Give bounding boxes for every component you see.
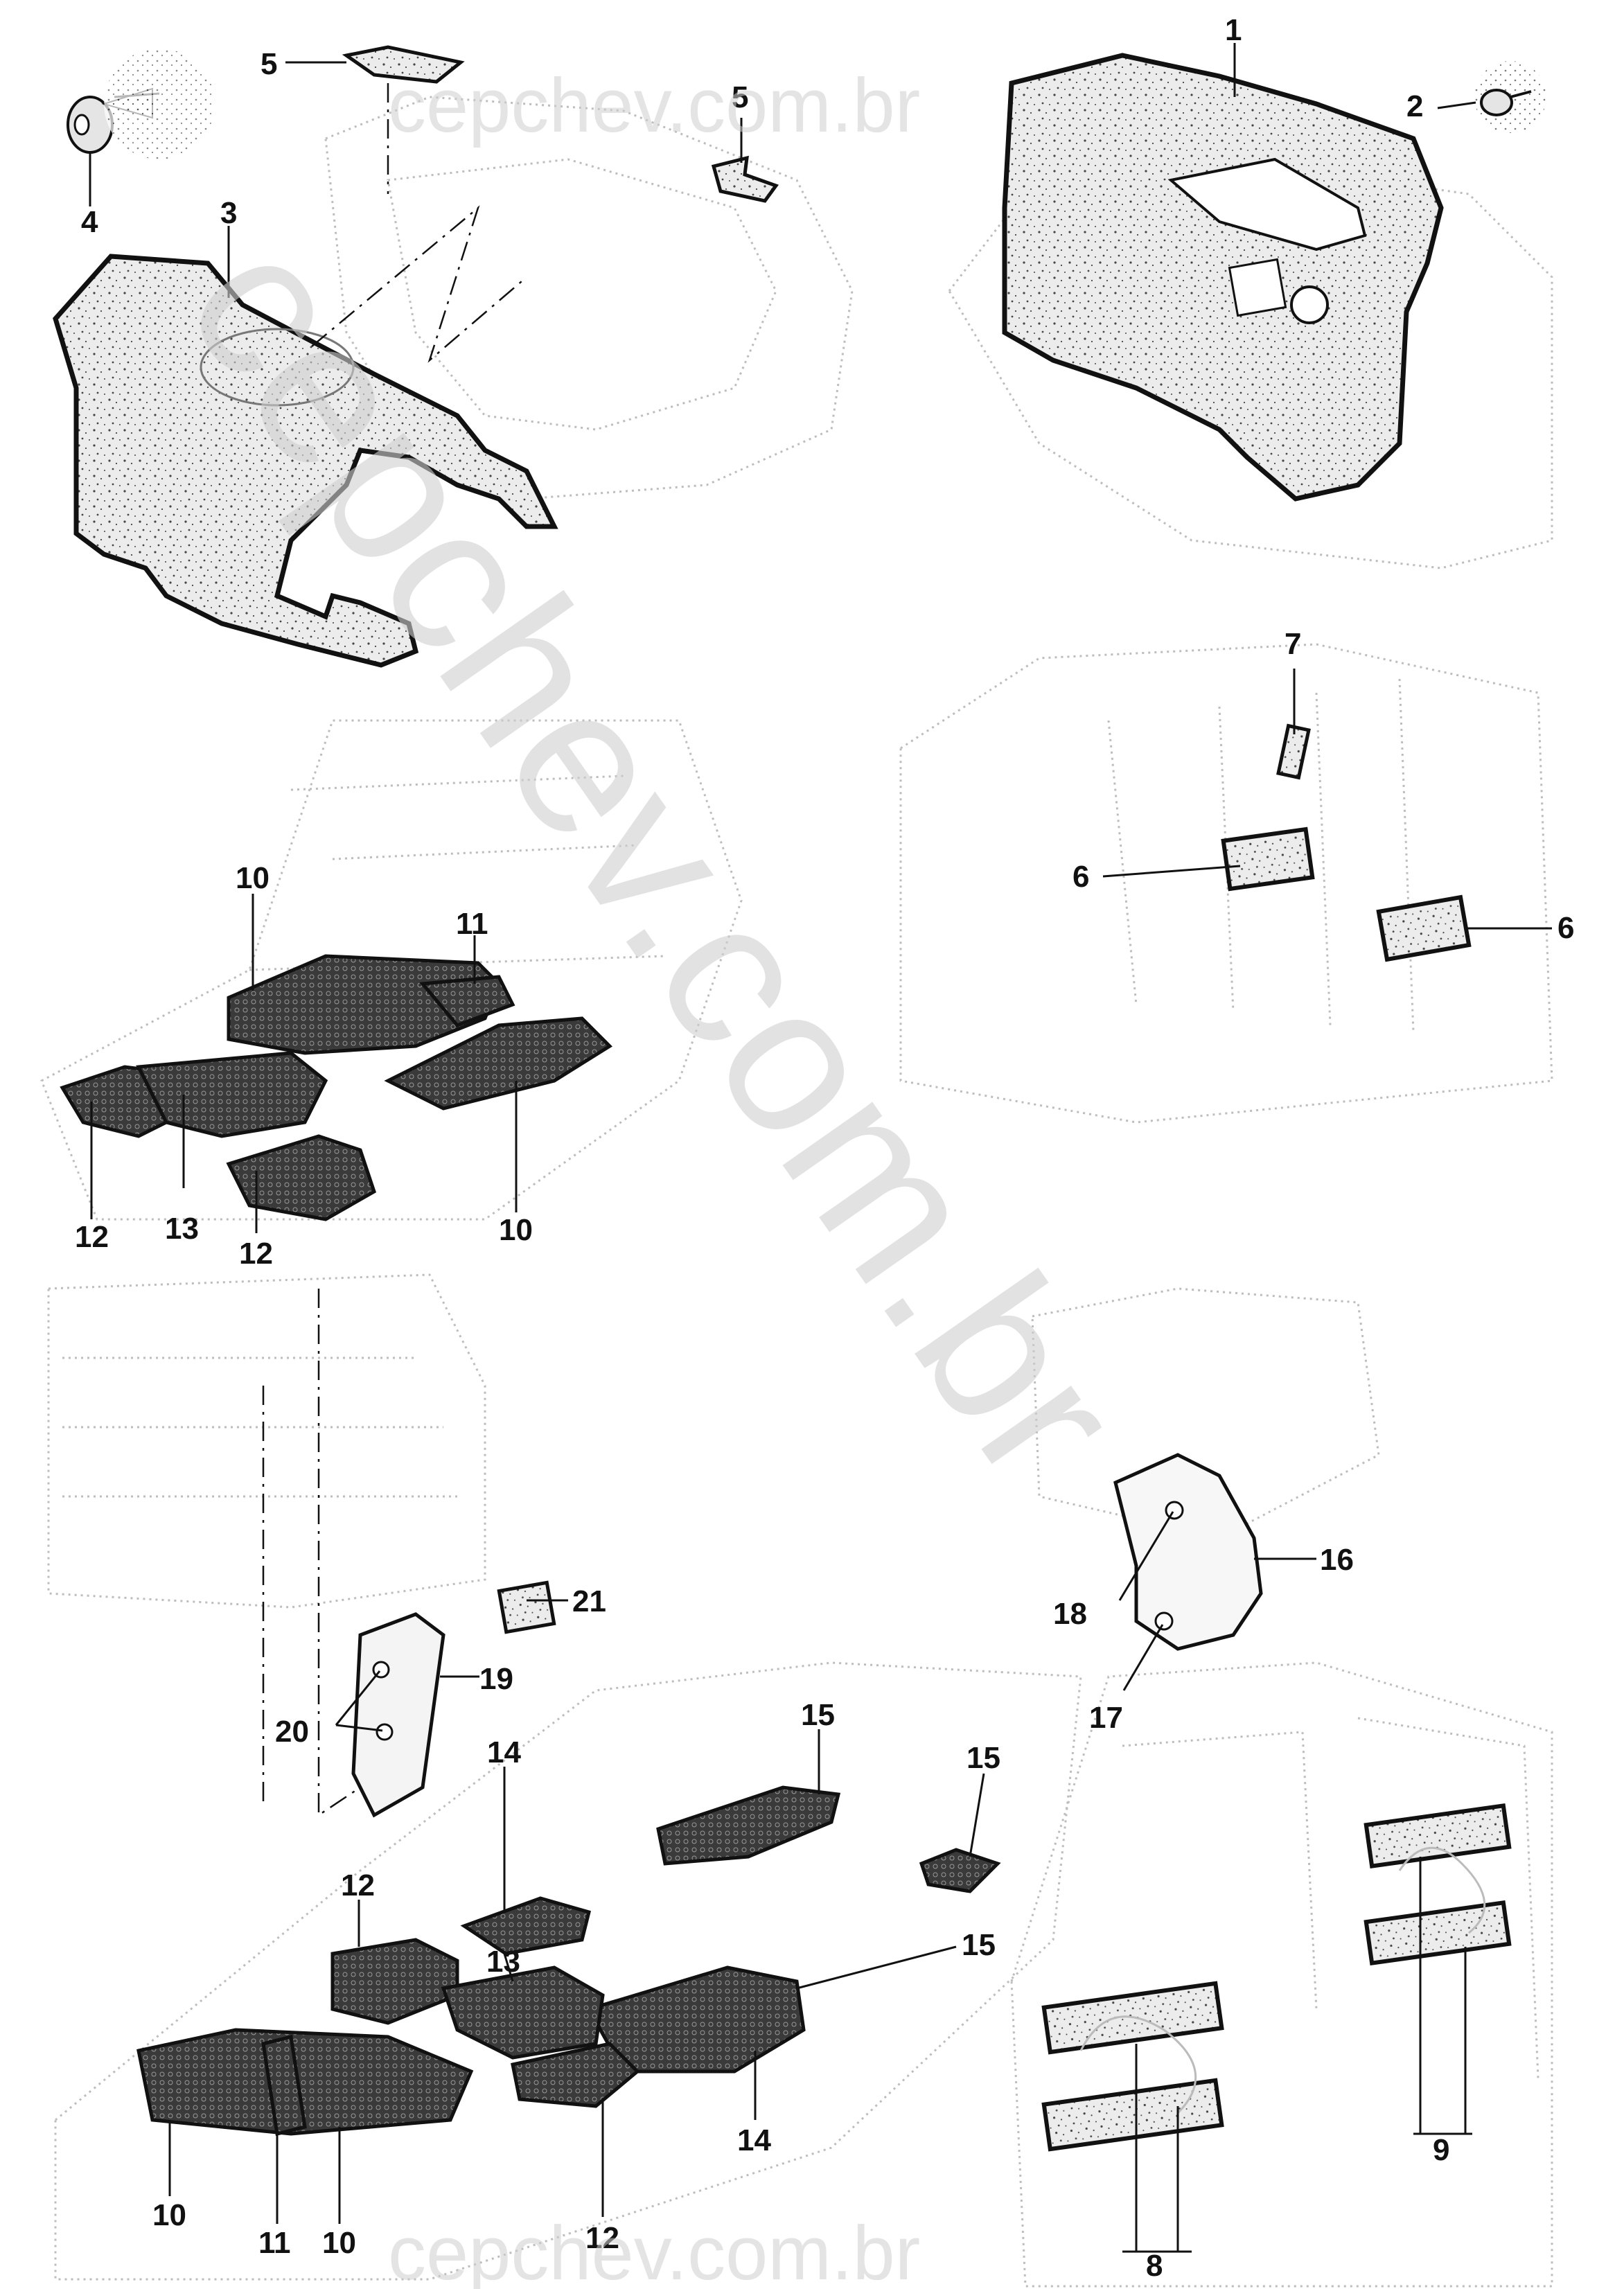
floor-mat-part-12-right: [226, 1134, 377, 1221]
watermark-top: cepchev.com.br: [388, 63, 920, 148]
callout-18: 18: [1053, 1597, 1087, 1631]
callout-21: 21: [572, 1584, 606, 1618]
floor-mat-part-11-rear: [261, 2034, 307, 2137]
callout-15-top: 15: [801, 1698, 835, 1732]
firewall-cutout: [1228, 258, 1287, 317]
watermark-diagonal: cepchev.com.br: [143, 197, 1167, 1520]
callout-10-front-right: 10: [499, 1213, 533, 1247]
callout-5-right: 5: [732, 80, 748, 114]
floor-mat-part-12-rear-right: [511, 2042, 640, 2108]
callout-9: 9: [1433, 2133, 1449, 2167]
callout-3: 3: [220, 196, 237, 230]
foam-pad-part-5-upper: [342, 45, 465, 84]
door-pads-part-9: [1363, 1803, 1512, 1966]
callout-8: 8: [1146, 2249, 1163, 2283]
wheelhouse-liner-part-16: [1113, 1453, 1263, 1651]
floor-mat-part-10-left: [227, 954, 501, 1055]
callout-4: 4: [81, 205, 98, 239]
callout-6-left: 6: [1073, 860, 1089, 894]
foam-sample-detail: [104, 48, 215, 159]
floor-mat-part-10-rear: [136, 2028, 474, 2136]
floor-mat-part-12-rear: [330, 1938, 459, 2025]
callout-12-rear-right: 12: [585, 2221, 619, 2255]
callout-13-rear: 13: [486, 1945, 520, 1979]
callout-leaders: [89, 43, 1552, 2253]
callout-6-right: 6: [1557, 911, 1574, 945]
callout-11-front: 11: [456, 907, 488, 941]
callout-16: 16: [1320, 1543, 1354, 1577]
callout-2: 2: [1406, 89, 1423, 123]
callout-7: 7: [1285, 627, 1301, 661]
callout-12-front-left: 12: [75, 1220, 109, 1254]
assembly-line-part-3: [311, 205, 527, 363]
door-pads-part-8: [1041, 1981, 1224, 2152]
floor-mat-part-11-front: [419, 975, 515, 1027]
foam-pad-part-7: [1276, 723, 1311, 780]
callout-17: 17: [1089, 1701, 1123, 1735]
floor-mat-part-13-front: [136, 1051, 328, 1138]
floor-mat-part-15-top: [656, 1785, 841, 1866]
callout-10-rear-right: 10: [322, 2226, 356, 2260]
callout-12-rear-left: 12: [341, 1868, 375, 1902]
floor-mat-part-10-right: [384, 1016, 612, 1111]
callout-1: 1: [1225, 13, 1242, 47]
callout-13-front: 13: [165, 1212, 199, 1246]
callout-10-front-left: 10: [236, 861, 270, 895]
callout-14-lower: 14: [737, 2123, 771, 2157]
dash-insulator-part-3: [53, 254, 558, 668]
panel-part-19: [351, 1612, 445, 1818]
callout-labels: 1 2 3 4 5 5 6 6 7 8 9 10 10 10 10 11 11 …: [75, 13, 1574, 2283]
firewall-insulator-part-1: [1002, 53, 1444, 502]
floor-mat-part-13-rear: [441, 1965, 605, 2060]
callout-15-right: 15: [967, 1741, 1000, 1775]
callout-12-front-right: 12: [239, 1237, 273, 1271]
callout-15-center: 15: [962, 1928, 996, 1962]
dash-insulator-depression: [200, 328, 355, 407]
floor-mat-part-15-right: [919, 1848, 1001, 1893]
foam-pad-part-21: [497, 1580, 556, 1634]
callout-5-left: 5: [261, 47, 277, 81]
foam-pad-part-5-lower: [711, 155, 779, 203]
foam-pad-part-6-right: [1376, 894, 1472, 962]
firewall-insulator-opening: [1167, 157, 1367, 251]
callout-20: 20: [275, 1715, 309, 1749]
foam-pad-part-6-left: [1221, 827, 1315, 892]
floor-mat-part-14-upper: [460, 1896, 592, 1956]
callout-19: 19: [479, 1662, 513, 1696]
firewall-grommet: [1290, 285, 1329, 324]
watermark-bottom: cepchev.com.br: [388, 2211, 920, 2289]
retainer-clip-part-2: [1474, 61, 1546, 133]
callout-10-rear-left: 10: [152, 2198, 186, 2232]
callout-11-rear: 11: [258, 2226, 291, 2260]
callout-14-upper: 14: [487, 1735, 521, 1769]
